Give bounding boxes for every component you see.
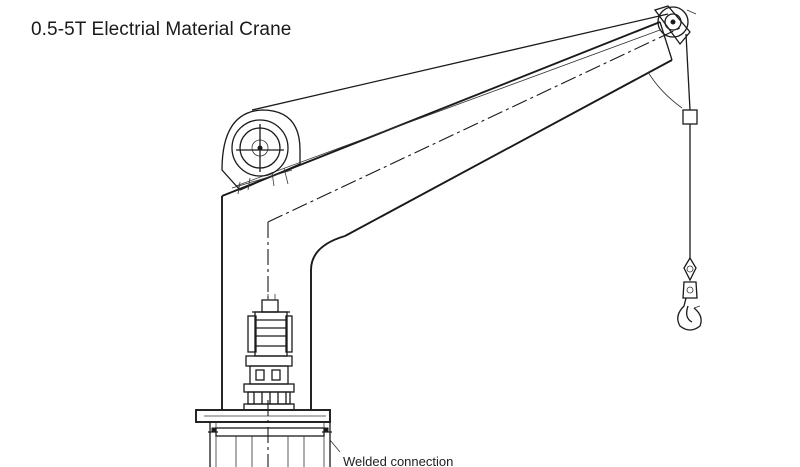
welded-connection-callout: Welded connection: [329, 439, 453, 467]
winch-drum: [221, 109, 301, 195]
tip-sheave: [647, 5, 697, 109]
page-title: 0.5-5T Electrial Material Crane: [31, 19, 292, 40]
crane-column: [221, 196, 346, 410]
crane-boom: [221, 13, 681, 237]
pedestal-base: [195, 400, 332, 467]
crane-hook: [677, 256, 702, 331]
slewing-motor: [243, 294, 295, 411]
hoist-rope: [682, 33, 698, 258]
welded-connection-label: Welded connection: [343, 454, 453, 467]
